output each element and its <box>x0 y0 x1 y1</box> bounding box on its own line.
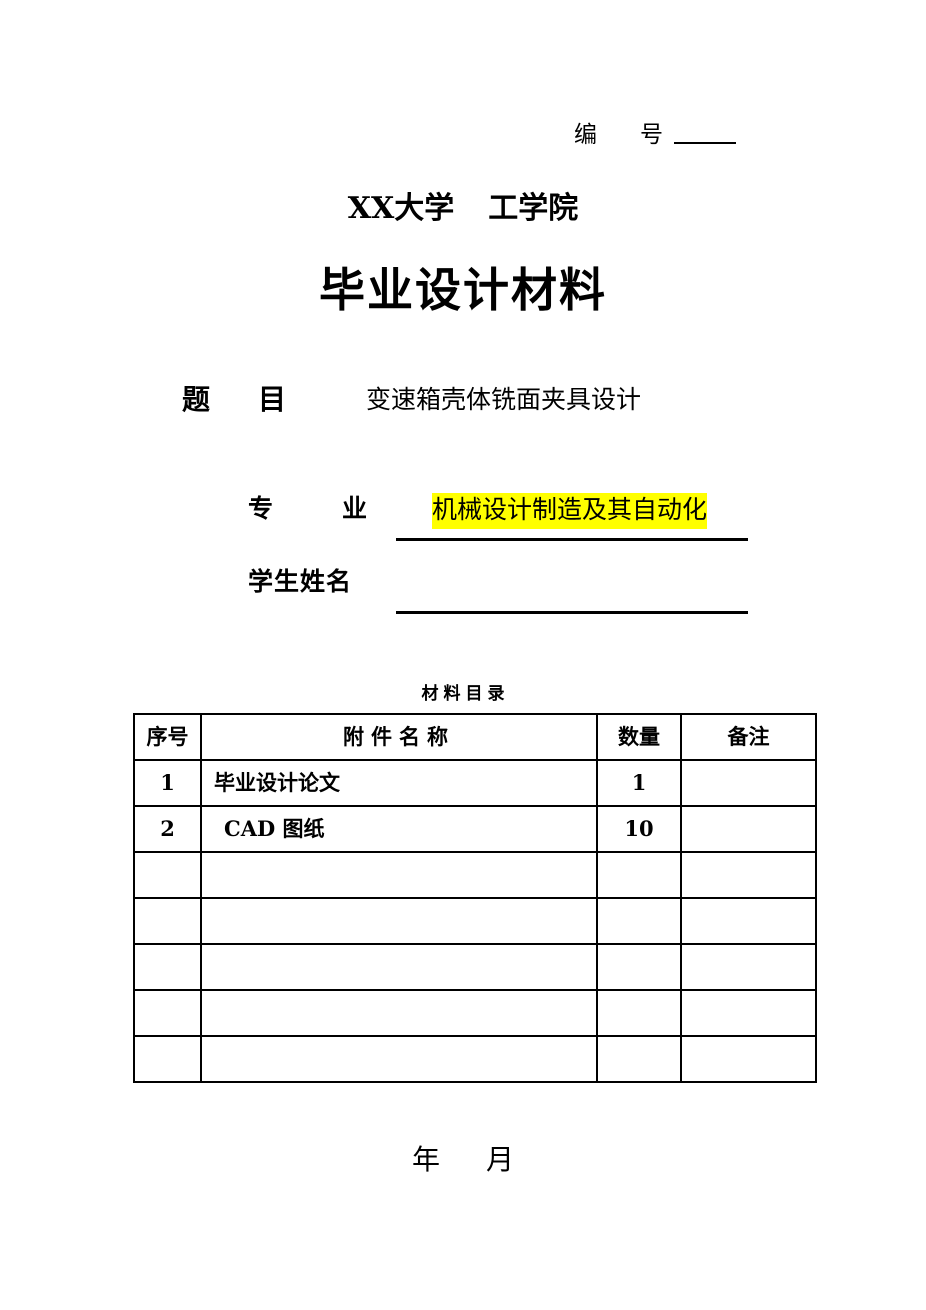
row-qty <box>596 943 682 991</box>
row-note <box>680 805 817 853</box>
table-caption: 材料目录 <box>421 684 510 704</box>
row-note <box>680 759 817 807</box>
row-name <box>200 851 598 899</box>
row-no <box>133 1035 202 1083</box>
table-header-row: 序号 附件名称 数量 备注 <box>133 713 817 761</box>
row-qty <box>596 989 682 1037</box>
topic-value: 变速箱壳体铣面夹具设计 <box>366 385 642 414</box>
row-no <box>133 943 202 991</box>
table-header-note: 备注 <box>680 713 817 761</box>
row-qty: 10 <box>596 805 682 853</box>
row-qty <box>596 897 682 945</box>
serial-number-row: 编 号 <box>0 124 926 147</box>
table-row <box>133 851 817 899</box>
year-label: 年 <box>411 1143 440 1176</box>
student-name-label: 学生姓名 <box>248 567 353 596</box>
row-note <box>680 1035 817 1083</box>
student-name-underline[interactable] <box>396 611 748 614</box>
table-row <box>133 1035 817 1083</box>
table-row <box>133 989 817 1037</box>
row-no <box>133 989 202 1037</box>
table-header-no: 序号 <box>133 713 202 761</box>
row-name: CAD 图纸 <box>200 805 598 853</box>
row-no: 2 <box>133 805 202 853</box>
row-qty <box>596 1035 682 1083</box>
date-footer: 年月 <box>0 1142 926 1178</box>
row-note <box>680 943 817 991</box>
serial-number-blank[interactable] <box>674 125 736 144</box>
major-value-highlighted: 机械设计制造及其自动化 <box>432 493 708 529</box>
row-qty: 1 <box>596 759 682 807</box>
row-note <box>680 851 817 899</box>
university-name: XX大学 <box>347 191 455 226</box>
material-catalog-table: 序号 附件名称 数量 备注 1 毕业设计论文 1 2 CAD 图纸 10 <box>133 713 817 1083</box>
row-name: 毕业设计论文 <box>200 759 598 807</box>
topic-label: 题 目 <box>182 383 297 416</box>
major-label: 专 业 <box>248 494 390 523</box>
table-row <box>133 943 817 991</box>
table-header-qty: 数量 <box>596 713 682 761</box>
major-underline <box>396 538 748 541</box>
table-row: 2 CAD 图纸 10 <box>133 805 817 853</box>
month-label: 月 <box>486 1143 515 1176</box>
row-name <box>200 897 598 945</box>
row-name <box>200 1035 598 1083</box>
row-no: 1 <box>133 759 202 807</box>
row-name <box>200 989 598 1037</box>
row-no <box>133 851 202 899</box>
college-name: 工学院 <box>488 191 579 226</box>
table-row: 1 毕业设计论文 1 <box>133 759 817 807</box>
row-qty <box>596 851 682 899</box>
row-name <box>200 943 598 991</box>
serial-number-label: 编 号 <box>574 122 673 148</box>
row-note <box>680 897 817 945</box>
table-row <box>133 897 817 945</box>
page-title: 毕业设计材料 <box>319 263 607 317</box>
row-no <box>133 897 202 945</box>
row-note <box>680 989 817 1037</box>
table-header-name: 附件名称 <box>200 713 598 761</box>
school-heading: XX大学工学院 <box>0 190 926 228</box>
